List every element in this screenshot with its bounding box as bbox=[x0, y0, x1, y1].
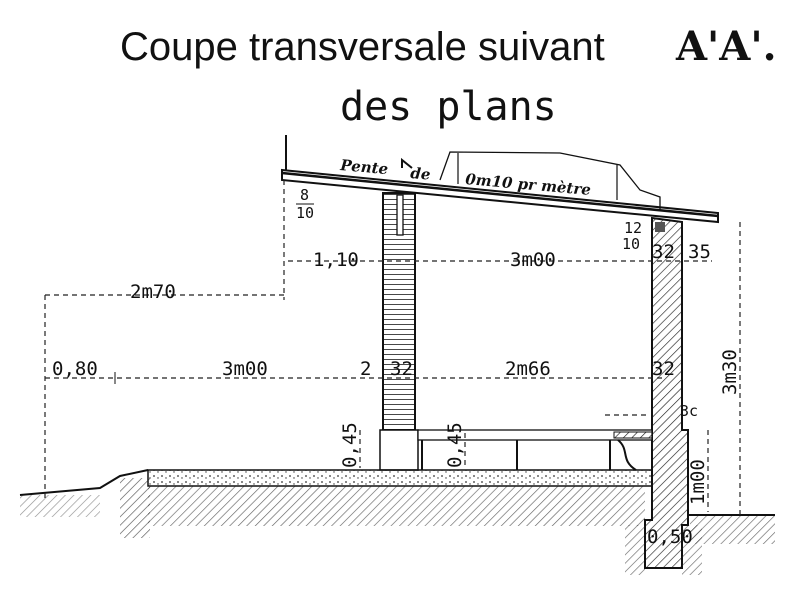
dim-span-lower: 3m00 bbox=[222, 358, 268, 380]
slope-word-2: de bbox=[410, 164, 432, 184]
dim-left-total: 2m70 bbox=[130, 281, 176, 303]
beam-fraction-den: 10 bbox=[622, 235, 640, 253]
eave-fraction-num: 8 bbox=[300, 186, 309, 204]
dimension-lines bbox=[44, 180, 741, 515]
dim-bench-offset: 3c bbox=[680, 402, 698, 420]
dim-wall-base-height: 1m00 bbox=[687, 459, 709, 505]
dim-bench-height: 0,45 bbox=[444, 422, 466, 468]
dim-wall-left-a: 2 bbox=[360, 358, 371, 380]
bench bbox=[417, 429, 653, 471]
section-label: A'A'. bbox=[675, 23, 777, 70]
dim-total-height: 3m30 bbox=[719, 349, 741, 395]
dim-wall-right-upper: 32 bbox=[652, 241, 675, 263]
slope-word-1: Pente bbox=[339, 156, 389, 178]
dim-wall-right-lower: 32 bbox=[652, 358, 675, 380]
dim-span-upper: 3m00 bbox=[510, 249, 556, 271]
beam-fraction-num: 12 bbox=[624, 219, 642, 237]
dim-interior: 2m66 bbox=[505, 358, 551, 380]
title-line-1: Coupe transversale suivant bbox=[120, 25, 605, 69]
dim-left-edge: 0,80 bbox=[52, 358, 98, 380]
dim-overhang: 1,10 bbox=[313, 249, 359, 271]
dim-footing: 0,50 bbox=[647, 526, 693, 548]
floor-and-ground bbox=[19, 469, 775, 575]
right-masonry-wall bbox=[644, 216, 689, 569]
dim-right-ext: 35 bbox=[688, 241, 711, 263]
title-line-2: des plans bbox=[340, 84, 557, 130]
dim-plinth-height: 0,45 bbox=[339, 422, 361, 468]
dim-wall-left-b: 32 bbox=[390, 358, 413, 380]
eave-fraction-den: 10 bbox=[296, 204, 314, 222]
